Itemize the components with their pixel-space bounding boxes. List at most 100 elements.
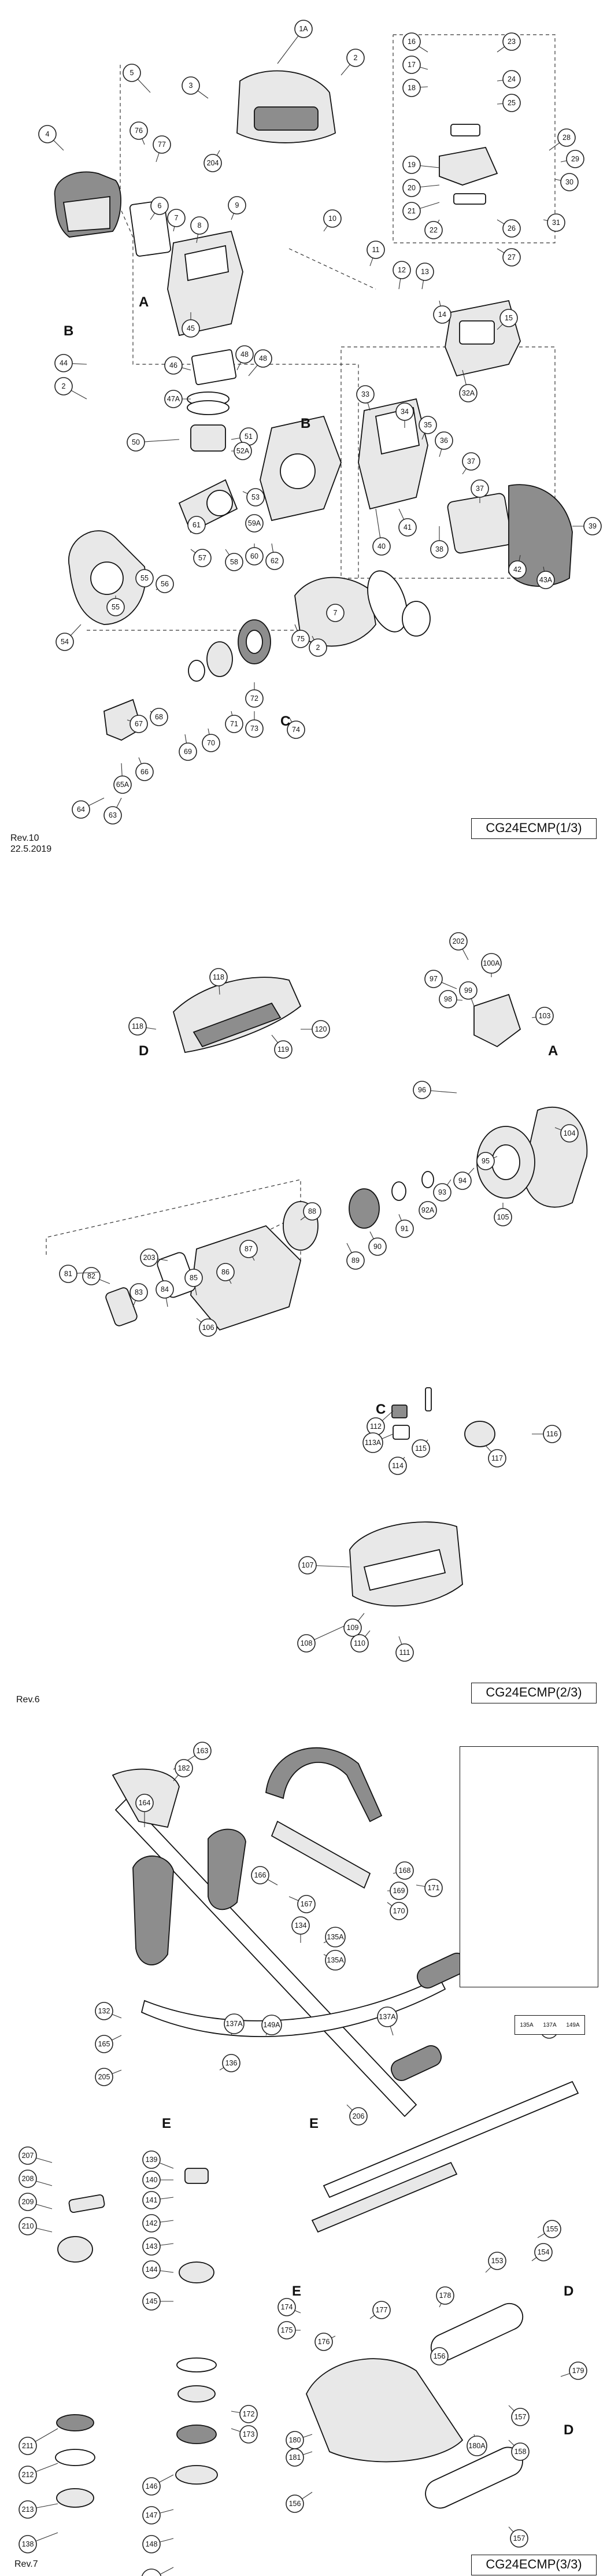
part-number: 178 — [439, 2292, 451, 2300]
callout-bubble — [142, 2477, 161, 2496]
part-number: 109 — [347, 1624, 359, 1632]
part-callout: 39 — [583, 517, 602, 535]
callout-bubble — [127, 433, 145, 452]
part-number: 8 — [198, 221, 202, 230]
revision-label: Rev.7 — [14, 2559, 38, 2570]
part-number: 211 — [22, 2442, 34, 2450]
part-number: 181 — [289, 2453, 301, 2462]
part-number: 13 — [421, 268, 429, 276]
part-callout: 144 — [142, 2260, 161, 2279]
reference-letter: A — [548, 1043, 558, 1059]
part-number: 156 — [289, 2500, 301, 2508]
part-callout: 149A — [261, 2015, 282, 2035]
part-callout: 6 — [150, 197, 169, 215]
part-callout: 89 — [346, 1251, 365, 1270]
part-number: 83 — [135, 1288, 143, 1296]
callout-bubble — [430, 2347, 449, 2366]
part-number: 110 — [354, 1639, 365, 1647]
callout-bubble — [153, 135, 171, 154]
part-number: 40 — [377, 542, 386, 550]
part-callout: 172A — [141, 2568, 162, 2576]
part-number: 113A — [365, 1439, 382, 1447]
callout-bubble — [413, 1081, 431, 1099]
callout-bubble — [481, 953, 502, 974]
model-box: CG24ECMP(3/3) — [471, 2555, 597, 2575]
part-number: 204 — [207, 159, 219, 167]
part-number: 119 — [277, 1045, 289, 1054]
part-callout: 31 — [547, 213, 565, 232]
part-callout: 174 — [277, 2298, 296, 2316]
reference-letter: D — [564, 2283, 573, 2299]
callout-bubble — [239, 1240, 258, 1258]
part-callout: 158 — [511, 2442, 530, 2461]
part-number: 6 — [158, 202, 162, 210]
callout-bubble — [390, 1882, 408, 1900]
reference-letter: E — [309, 2116, 319, 2131]
part-callout: 12 — [393, 261, 411, 279]
part-number: 155 — [546, 2225, 558, 2233]
part-number: 10 — [328, 215, 336, 223]
part-number: 69 — [184, 748, 192, 756]
part-callout: 112 — [367, 1417, 385, 1436]
part-callout: 173 — [239, 2425, 258, 2444]
part-number: 3 — [189, 82, 193, 90]
callout-bubble — [395, 1861, 414, 1880]
part-number: 1A — [299, 25, 308, 33]
callout-bubble — [402, 56, 421, 74]
callout-bubble — [18, 2170, 37, 2188]
part-number: 60 — [250, 552, 258, 560]
part-callout: 88 — [303, 1202, 321, 1221]
sheet-3-drawing: 163182164166167168169170171134135A204135… — [18, 1742, 593, 2576]
part-number: 139 — [146, 2156, 158, 2164]
callout-bubble — [402, 202, 421, 220]
part-number: 85 — [190, 1274, 198, 1282]
part-callout: 4 — [38, 125, 57, 143]
part-callout: 137A — [224, 2013, 245, 2034]
part-callout: 48 — [235, 345, 254, 364]
reference-letter: A — [139, 294, 149, 310]
part-number: 25 — [508, 99, 516, 107]
part-number: 42 — [513, 566, 521, 574]
part-number: 107 — [302, 1561, 314, 1569]
part-callout: 166 — [251, 1866, 269, 1884]
part-number: 26 — [508, 224, 516, 232]
callout-bubble — [309, 638, 327, 657]
part-number: 170 — [393, 1907, 405, 1915]
part-number: 136 — [225, 2059, 238, 2067]
part-number: 135A — [327, 1933, 344, 1941]
callout-bubble — [560, 173, 579, 191]
callout-bubble — [54, 377, 73, 396]
callout-bubble — [184, 1269, 203, 1287]
part-callout: 135A — [325, 1927, 346, 1947]
callout-bubble — [72, 800, 90, 819]
part-number: 114 — [392, 1462, 404, 1470]
callout-bubble — [547, 213, 565, 232]
part-number: 7 — [334, 609, 338, 617]
part-callout: 35 — [419, 416, 437, 434]
callout-bubble — [543, 2220, 561, 2238]
part-number: 59A — [248, 519, 261, 527]
callout-bubble — [471, 479, 489, 498]
callout-bubble — [95, 2035, 113, 2053]
callout-bubble — [424, 970, 443, 988]
part-number: 20 — [408, 184, 416, 192]
part-callout: 156 — [430, 2347, 449, 2366]
part-callout: 95 — [476, 1152, 495, 1170]
callout-bubble — [175, 1759, 193, 1777]
callout-bubble — [323, 209, 342, 228]
callout-bubble — [343, 1618, 362, 1637]
callout-bubble — [346, 1251, 365, 1270]
callout-bubble — [566, 150, 584, 168]
callout-bubble — [164, 390, 183, 408]
callout-bubble — [291, 630, 310, 648]
part-number: 87 — [245, 1245, 253, 1253]
reference-letter: C — [376, 1402, 386, 1417]
part-number: 174 — [281, 2303, 293, 2311]
callout-bubble — [123, 64, 141, 82]
part-callout: 139 — [142, 2150, 161, 2169]
part-callout: 60 — [245, 547, 264, 566]
part-callout: 23 — [502, 32, 521, 51]
part-callout: 204 — [203, 154, 222, 172]
callout-bubble — [312, 1020, 330, 1038]
part-callout: 205 — [95, 2068, 113, 2086]
